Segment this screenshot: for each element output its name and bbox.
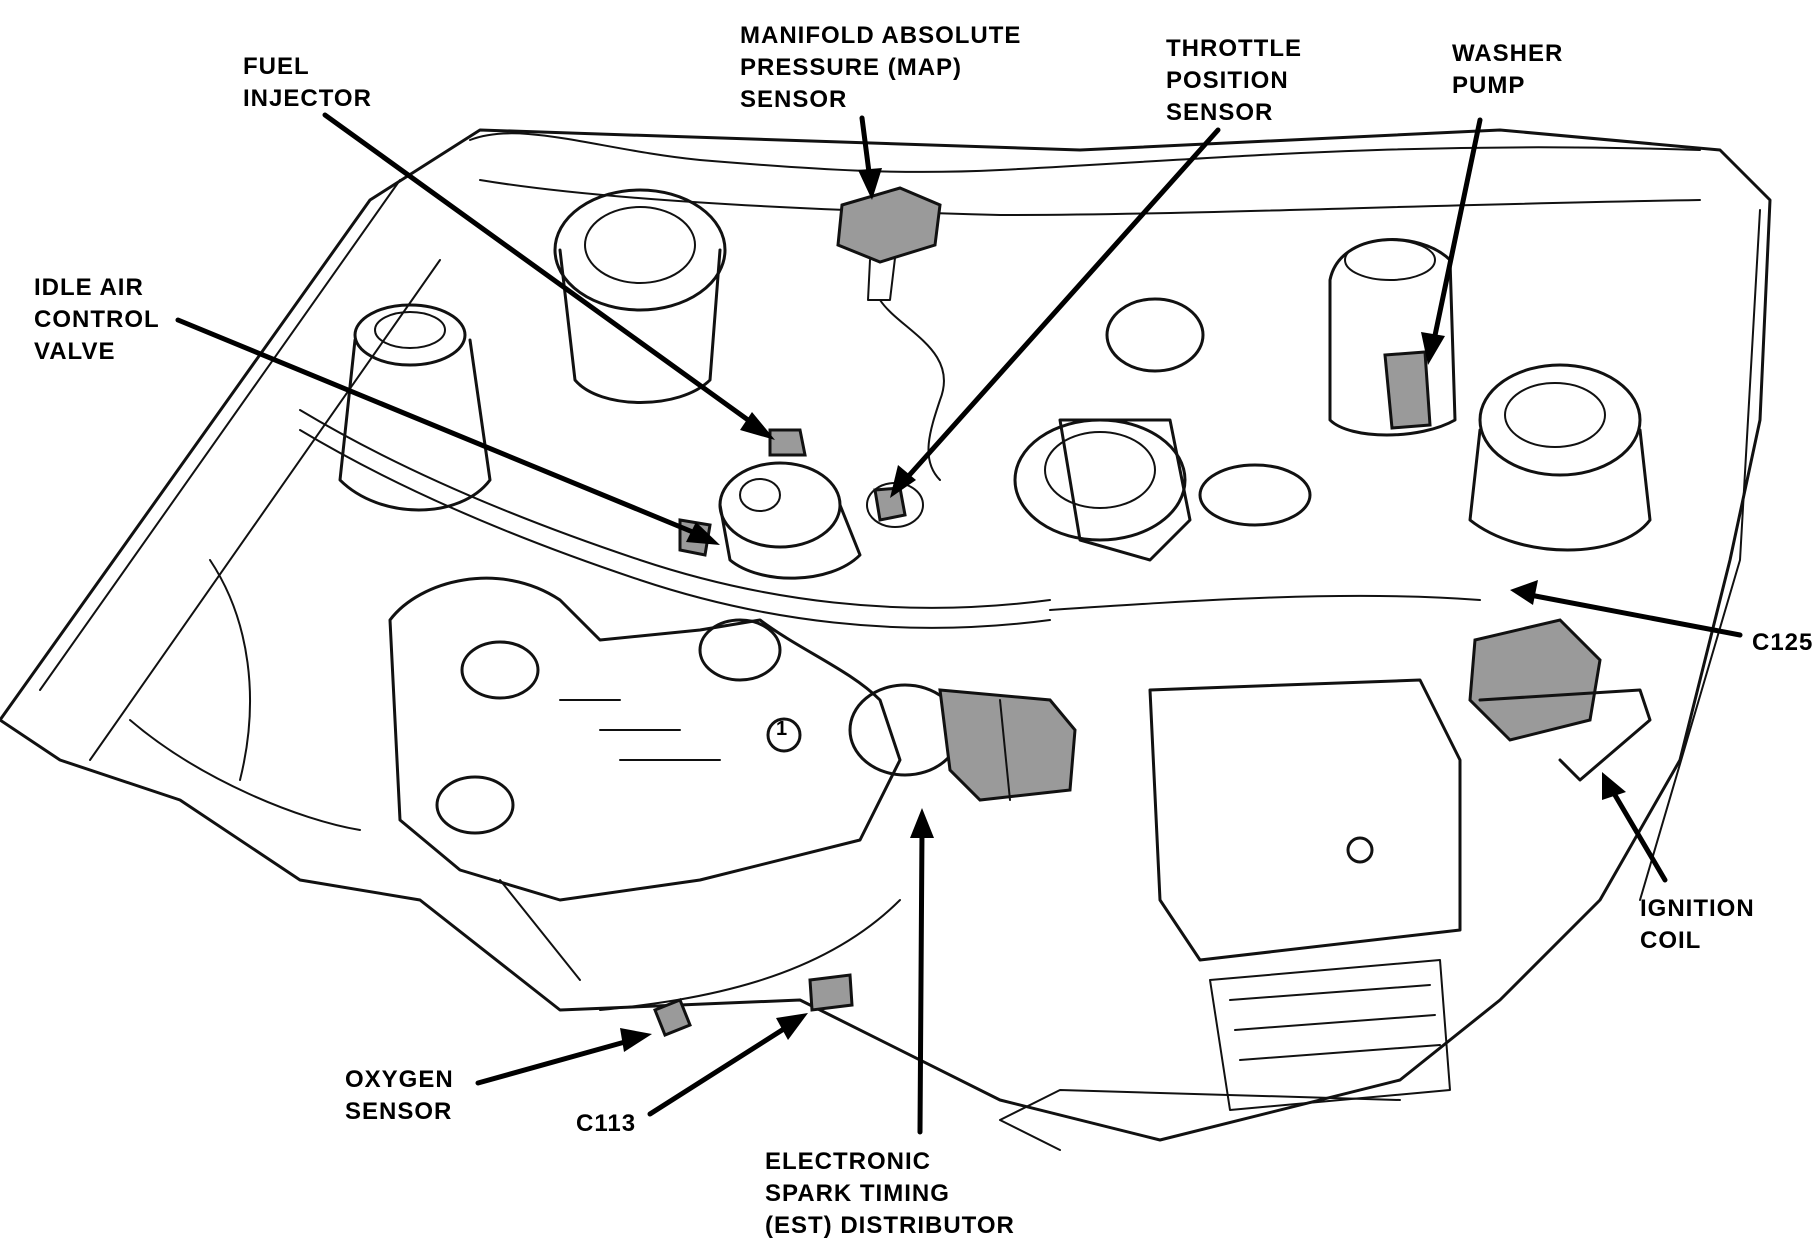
leader-c113 [647, 1022, 793, 1117]
throttle-body-unit [678, 428, 924, 580]
leader-c125 [1527, 592, 1743, 638]
label-est-distributor: ELECTRONIC SPARK TIMING (EST) DISTRIBUTO… [765, 1148, 1015, 1239]
ignition-coil-drawing [1468, 618, 1652, 782]
label-fuel-injector: FUEL INJECTOR [243, 53, 372, 112]
brake-booster [1013, 297, 1312, 562]
leader-est-distributor [917, 827, 925, 1135]
leader-oxygen-sensor [475, 1037, 635, 1086]
oxygen-sensor-drawing [653, 973, 854, 1037]
wiring-harness [129, 409, 1481, 1011]
intake-manifold [388, 576, 902, 902]
label-c113: C113 [576, 1110, 637, 1137]
leader-washer-pump [1430, 117, 1483, 348]
arrowhead-est-distributor [910, 808, 934, 838]
cylinder-number-marker: 1 [776, 718, 789, 740]
label-ignition-coil: IGNITION COIL [1640, 895, 1755, 954]
est-distributor-drawing [848, 683, 1077, 802]
leader-throttle-position [902, 127, 1221, 483]
label-throttle-position-sensor: THROTTLE POSITION SENSOR [1166, 35, 1302, 126]
arrowhead-map-sensor [858, 168, 882, 200]
label-washer-pump: WASHER PUMP [1452, 40, 1564, 99]
label-c125: C125 [1752, 629, 1814, 656]
map-sensor-drawing [836, 186, 945, 481]
leader-idle-air [175, 317, 703, 538]
leader-fuel-injector [322, 112, 758, 428]
leader-lines [175, 112, 1743, 1135]
arrowhead-idle-air [686, 522, 720, 545]
label-idle-air-control-valve: IDLE AIR CONTROL VALVE [34, 274, 160, 365]
arrowhead-throttle-position [890, 465, 916, 498]
arrowhead-c125 [1510, 580, 1538, 605]
vehicle-body-outline [0, 128, 1772, 1151]
left-strut-tower [338, 303, 492, 512]
arrowhead-ignition-coil [1602, 772, 1626, 800]
arrowhead-washer-pump [1421, 332, 1445, 365]
arrowhead-oxygen-sensor [620, 1028, 652, 1052]
label-oxygen-sensor: OXYGEN SENSOR [345, 1066, 454, 1125]
battery [1148, 678, 1462, 1111]
arrowhead-c113 [776, 1013, 808, 1040]
arrowhead-fuel-injector [740, 412, 775, 440]
label-map-sensor: MANIFOLD ABSOLUTE PRESSURE (MAP) SENSOR [740, 22, 1022, 113]
right-strut-tower [1468, 363, 1652, 552]
leader-ignition-coil [1609, 787, 1668, 883]
